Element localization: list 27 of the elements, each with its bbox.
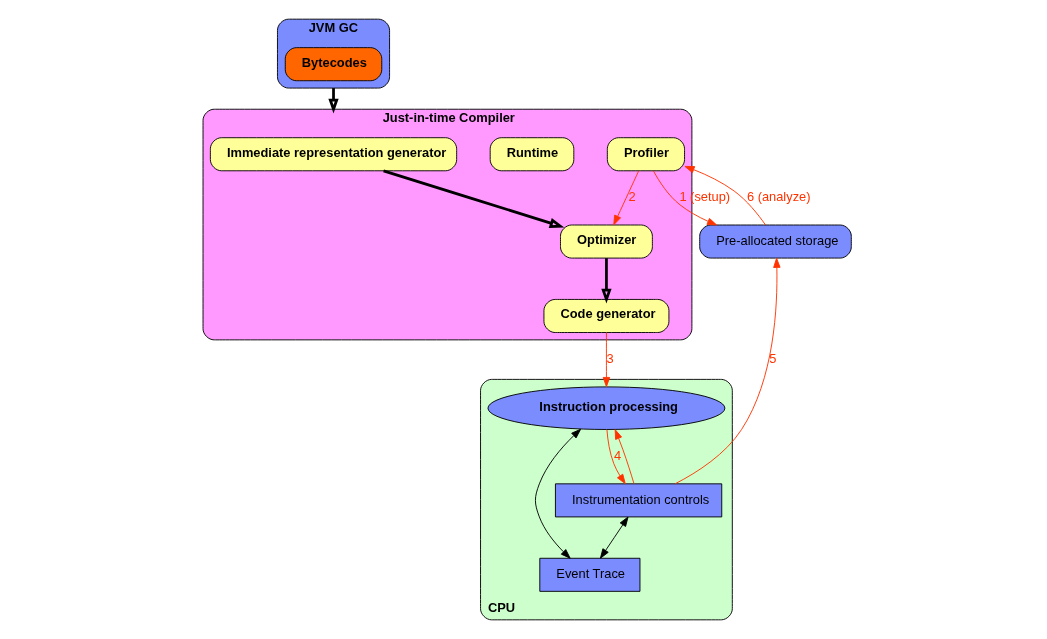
- arrow: [613, 170, 640, 226]
- node-box: Pre-allocated storage: [699, 224, 852, 259]
- arrow: [653, 170, 718, 226]
- edge-label: 3: [606, 351, 614, 367]
- arrow: [684, 165, 766, 226]
- edge-label: 2: [628, 189, 636, 205]
- arrow: [674, 257, 781, 485]
- edge-label: 4: [613, 448, 622, 464]
- arrow: [534, 428, 582, 559]
- node-box: Bytecodes: [284, 47, 383, 82]
- arrow: [328, 88, 339, 114]
- arrow: [614, 429, 635, 485]
- node-box: Optimizer: [560, 224, 653, 259]
- node-box: Code generator: [543, 299, 670, 333]
- arrow: [383, 169, 565, 228]
- node-ellipse: Instruction processing: [487, 386, 726, 430]
- node-box: Immediate representation generator: [209, 137, 458, 172]
- arrow: [601, 258, 612, 304]
- node-box: Runtime: [489, 137, 575, 172]
- node-box: Profiler: [606, 137, 685, 172]
- arrow: [600, 516, 629, 559]
- edge-label: 6 (analyze): [746, 189, 811, 205]
- arrow: [606, 429, 626, 485]
- edge-label: 5: [769, 351, 777, 367]
- node-box: Event Trace: [539, 557, 641, 592]
- node-box: Instrumentation controls: [554, 483, 723, 518]
- arrow: [602, 332, 611, 388]
